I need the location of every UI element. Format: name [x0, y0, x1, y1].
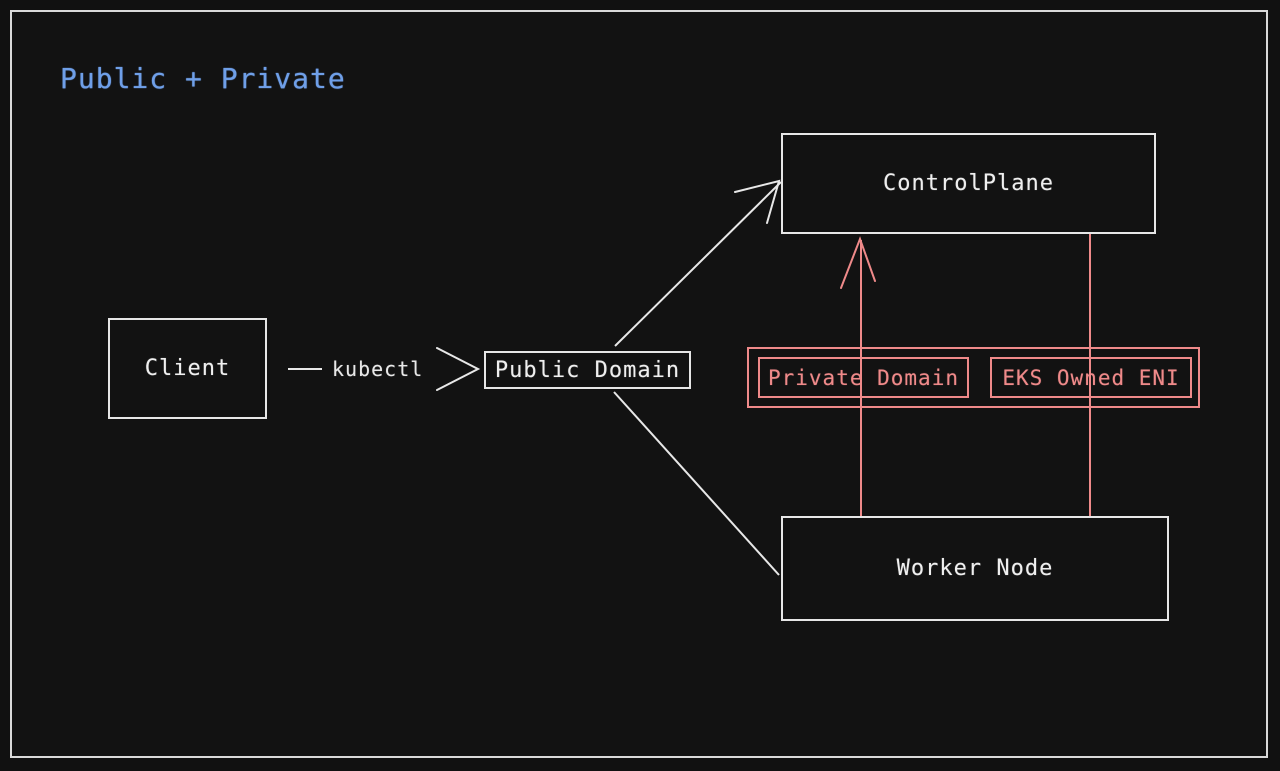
node-client[interactable]: Client — [108, 318, 267, 419]
edge-label-kubectl: kubectl — [332, 357, 424, 381]
page-title: Public + Private — [60, 62, 346, 95]
node-public-domain[interactable]: Public Domain — [484, 351, 691, 389]
node-private-domain[interactable]: Private Domain — [758, 357, 969, 398]
node-private-domain-label: Private Domain — [767, 365, 959, 390]
node-control-plane[interactable]: ControlPlane — [781, 133, 1156, 234]
node-control-plane-label: ControlPlane — [883, 171, 1054, 196]
node-public-domain-label: Public Domain — [494, 357, 681, 383]
node-worker-node[interactable]: Worker Node — [781, 516, 1169, 621]
node-eks-owned-eni[interactable]: EKS Owned ENI — [990, 357, 1192, 398]
node-worker-node-label: Worker Node — [896, 556, 1054, 581]
node-eks-owned-eni-label: EKS Owned ENI — [1002, 365, 1180, 390]
node-client-label: Client — [144, 356, 231, 381]
private-group-container — [747, 347, 1200, 408]
